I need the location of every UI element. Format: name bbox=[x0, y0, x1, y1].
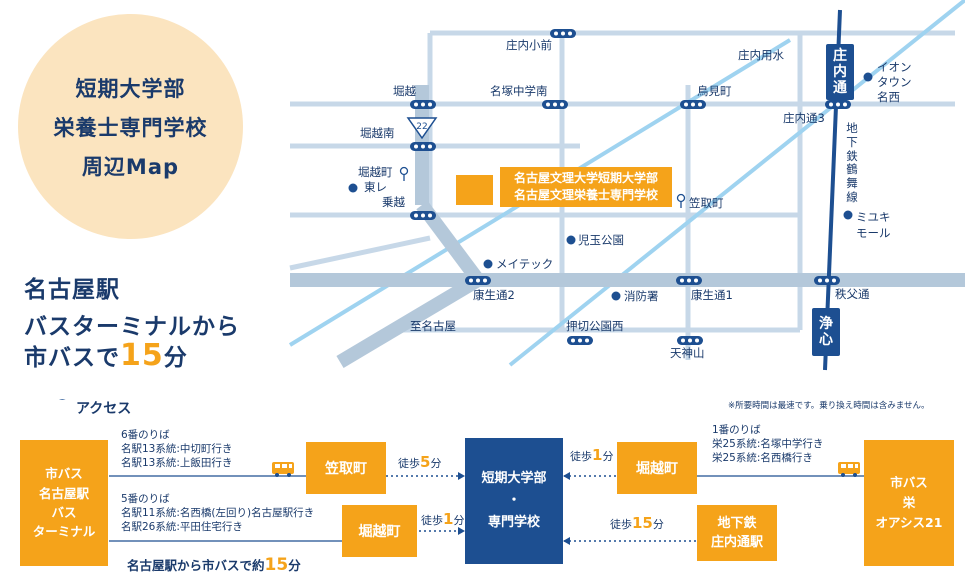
walk-kasatori: 徒歩5分 bbox=[398, 453, 441, 471]
destination-line-1: 短期大学部 bbox=[481, 470, 547, 486]
intro-line-3: 周辺Map bbox=[81, 155, 180, 179]
label-kosei2: 康生通2 bbox=[473, 288, 515, 302]
footer-minutes: 15 bbox=[264, 555, 289, 575]
label-miyuki: ミユキ モール bbox=[856, 210, 891, 240]
label-horikoshi: 堀越 bbox=[393, 84, 416, 98]
route-right: 1番のりば 栄25系統:名塚中学行き 栄25系統:名西橋行き bbox=[712, 424, 824, 465]
walk-subway: 徒歩15分 bbox=[610, 514, 664, 532]
destination-school-box: 短期大学部 ・ 専門学校 bbox=[465, 438, 563, 564]
origin-nagoya-box: 市バス 名古屋駅 バス ターミナル bbox=[20, 440, 108, 566]
label-meizuka: 名塚中学南 bbox=[490, 84, 548, 98]
route-bottom-left: 5番のりば 名駅11系統:名西橋(左回り)名古屋駅行き 名駅26系統:平田住宅行… bbox=[121, 493, 315, 534]
route-22-number: 22 bbox=[416, 122, 427, 132]
walk-subway-unit: 分 bbox=[652, 518, 664, 531]
station-shonai-dori-box: 地下鉄 庄内通駅 bbox=[697, 505, 777, 561]
footer-note: 名古屋駅から市バスで約15分 bbox=[127, 555, 301, 575]
school-name-1: 名古屋文理大学短期大学部 bbox=[513, 171, 658, 186]
label-horikoshi-cho: 堀越町 bbox=[358, 165, 393, 179]
walk-kasatori-prefix: 徒歩 bbox=[398, 457, 420, 470]
headline-prefix: 市バスで bbox=[24, 345, 120, 371]
label-higashi: 東レ bbox=[364, 180, 387, 194]
walk-horikoshi-right-unit: 分 bbox=[602, 450, 614, 463]
headline-unit: 分 bbox=[163, 345, 188, 371]
walk-horikoshi-right-minutes: 1 bbox=[592, 446, 603, 464]
label-to-nagoya: 至名古屋 bbox=[410, 319, 456, 333]
stop-horikoshi-box-right: 堀越町 bbox=[617, 442, 697, 494]
stop-horikoshi-box-left: 堀越町 bbox=[342, 505, 417, 557]
headline-line-1: 名古屋駅 bbox=[24, 277, 120, 303]
walk-horikoshi-left-minutes: 1 bbox=[443, 510, 454, 528]
walk-horikoshi-left-unit: 分 bbox=[453, 514, 465, 527]
headline-line-3: 市バスで15分 bbox=[24, 338, 188, 373]
footer-unit: 分 bbox=[288, 558, 301, 573]
origin-sakae-box: 市バス 栄 オアシス21 bbox=[864, 440, 954, 566]
access-lines bbox=[109, 462, 864, 545]
label-torimi: 鳥見町 bbox=[697, 84, 732, 98]
label-kosei1: 康生通1 bbox=[691, 288, 733, 302]
walk-horikoshi-right-prefix: 徒歩 bbox=[570, 450, 592, 463]
route-top-left: 6番のりば 名駅13系統:中切町行き 名駅13系統:上飯田行き bbox=[121, 429, 233, 470]
label-subway-line: 地下鉄鶴舞線 bbox=[846, 121, 858, 204]
walk-horikoshi-left-prefix: 徒歩 bbox=[421, 514, 443, 527]
road-diag-west bbox=[289, 235, 431, 271]
label-horikoshi-minami: 堀越南 bbox=[360, 126, 395, 140]
headline-line-2: バスターミナルから bbox=[24, 314, 240, 340]
canal-shonai-yosui bbox=[508, 0, 965, 367]
headline-minutes: 15 bbox=[120, 338, 164, 373]
walk-horikoshi-left: 徒歩1分 bbox=[421, 510, 464, 528]
label-kasatori: 笠取町 bbox=[689, 196, 724, 210]
route-22-badge bbox=[406, 117, 438, 140]
label-oshikiri: 押切公園西 bbox=[566, 319, 624, 333]
access-note: ※所要時間は最速です。乗り換え時間は含みません。 bbox=[728, 401, 930, 411]
station-shonai-dori: 庄内通 bbox=[826, 44, 854, 100]
road-to-nagoya bbox=[336, 273, 482, 369]
school-name-2: 名古屋文理栄養士専門学校 bbox=[513, 188, 658, 202]
stop-kasatori-box: 笠取町 bbox=[306, 442, 386, 494]
walk-kasatori-unit: 分 bbox=[430, 457, 442, 470]
label-shonai-komae: 庄内小前 bbox=[506, 38, 552, 52]
label-kodama: 児玉公園 bbox=[578, 233, 624, 247]
intro-circle: 短期大学部 栄養士専門学校 周辺Map bbox=[18, 14, 243, 239]
label-aeon: イオン タウン 名西 bbox=[877, 60, 912, 104]
access-title: アクセス bbox=[76, 401, 132, 417]
school-square bbox=[456, 175, 493, 205]
intro-line-2: 栄養士専門学校 bbox=[53, 116, 208, 140]
walk-subway-minutes: 15 bbox=[632, 514, 653, 532]
label-meitec: メイテック bbox=[496, 257, 554, 271]
station-joshin-label: 浄心 bbox=[819, 315, 833, 348]
destination-line-2: 専門学校 bbox=[487, 515, 540, 531]
footer-prefix: 名古屋駅から市バスで約 bbox=[127, 558, 265, 573]
label-shobo: 消防署 bbox=[624, 289, 659, 303]
label-norikoshi: 乗越 bbox=[382, 195, 405, 209]
walk-kasatori-minutes: 5 bbox=[420, 453, 431, 471]
label-shonai3: 庄内通3 bbox=[783, 111, 825, 125]
label-tenjinyama: 天神山 bbox=[670, 346, 705, 360]
label-shonai-yosui: 庄内用水 bbox=[738, 48, 784, 62]
school-label-box: 名古屋文理大学短期大学部 名古屋文理栄養士専門学校 bbox=[500, 167, 672, 207]
intro-line-1: 短期大学部 bbox=[75, 77, 186, 101]
walk-horikoshi-right: 徒歩1分 bbox=[570, 446, 613, 464]
walk-subway-prefix: 徒歩 bbox=[610, 518, 632, 531]
station-shonai-dori-label: 庄内通 bbox=[833, 47, 847, 97]
station-joshin: 浄心 bbox=[812, 308, 840, 356]
label-chichibu: 秩父通 bbox=[835, 287, 870, 301]
destination-dot: ・ bbox=[507, 492, 521, 508]
map-roads: 22 bbox=[59, 0, 965, 400]
